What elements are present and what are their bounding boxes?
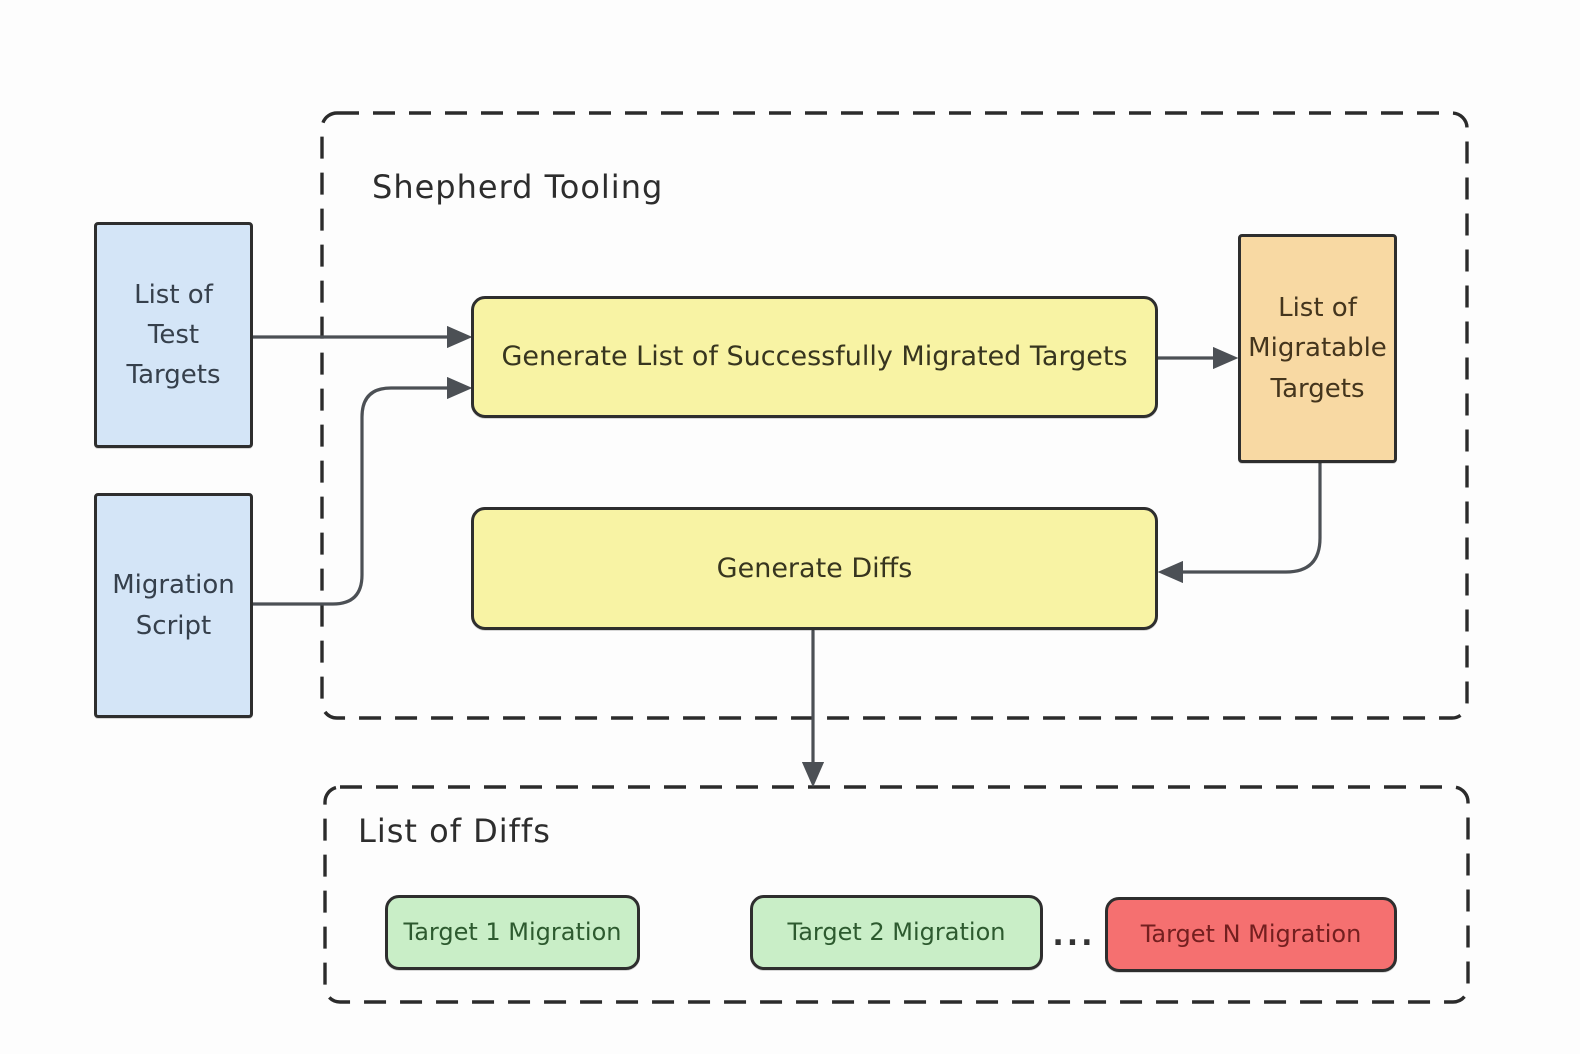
list-of-diffs-region-border: [323, 785, 1470, 1004]
ellipsis-between-targets: ...: [1052, 918, 1096, 953]
list-of-diffs-region-label: List of Diffs: [358, 812, 551, 850]
node-target-n-migration: Target N Migration: [1105, 897, 1397, 972]
node-target-1-migration: Target 1 Migration: [385, 895, 640, 970]
arrow-migratable-targets-to-generate-diffs: [1157, 461, 1322, 584]
node-target-2-migration: Target 2 Migration: [750, 895, 1043, 970]
node-list-of-test-targets: List of Test Targets: [94, 222, 253, 448]
node-list-of-migratable-targets: List of Migratable Targets: [1238, 234, 1397, 463]
arrow-migration-script-to-generate-list: [251, 376, 473, 606]
node-generate-diffs: Generate Diffs: [471, 507, 1158, 630]
shepherd-tooling-region-label: Shepherd Tooling: [372, 168, 664, 206]
node-migration-script: Migration Script: [94, 493, 253, 718]
shepherd-tooling-region-border: [320, 111, 1469, 720]
node-generate-list-of-successfully-migrated-targets: Generate List of Successfully Migrated T…: [471, 296, 1158, 418]
